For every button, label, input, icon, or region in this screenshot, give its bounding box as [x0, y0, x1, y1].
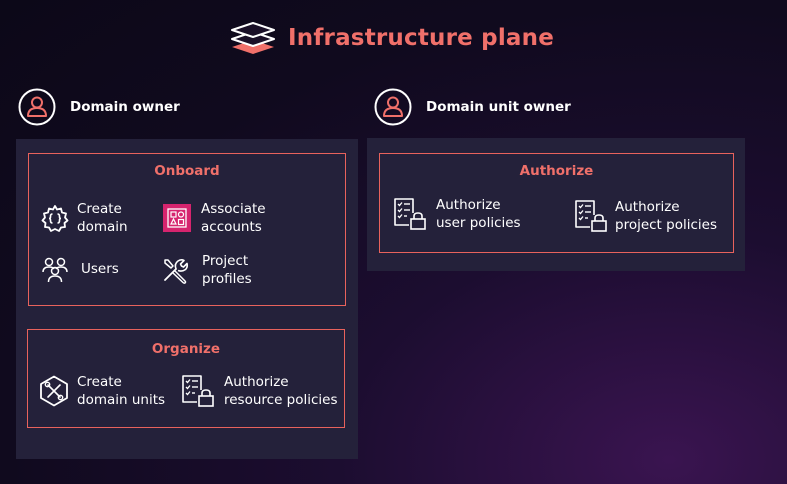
domain-owner-label: Domain owner — [70, 99, 180, 115]
tools-icon — [161, 256, 189, 284]
diagram-title: Infrastructure plane — [288, 25, 554, 51]
authorize-user-policies-label: Authorize user policies — [436, 197, 521, 231]
domain-units-icon — [38, 375, 70, 407]
domain-owner-heading: Domain owner — [18, 88, 180, 126]
create-domain-item: Create domain — [41, 200, 128, 236]
users-label: Users — [81, 261, 119, 277]
domain-unit-owner-label: Domain unit owner — [426, 99, 571, 115]
domain-icon — [41, 204, 69, 232]
authorize-resource-policies-item: Authorize resource policies — [181, 373, 338, 409]
associate-accounts-label: Associate accounts — [201, 201, 266, 235]
project-profiles-label: Project profiles — [202, 253, 252, 287]
authorize-project-policies-item: Authorize project policies — [574, 198, 717, 234]
users-icon — [41, 255, 69, 283]
authorize-box: Authorize Authorize user policies — [379, 153, 734, 253]
user-avatar-icon — [18, 88, 56, 126]
policy-lock-icon — [574, 199, 608, 233]
authorize-project-policies-label: Authorize project policies — [615, 199, 717, 233]
user-avatar-icon — [374, 88, 412, 126]
create-domain-label: Create domain — [77, 201, 128, 235]
authorize-user-policies-item: Authorize user policies — [393, 196, 521, 232]
policy-lock-icon — [181, 374, 215, 408]
users-item: Users — [41, 255, 119, 283]
organize-title: Organize — [151, 341, 221, 357]
accounts-icon — [163, 204, 191, 232]
create-domain-units-item: Create domain units — [38, 373, 165, 409]
authorize-title: Authorize — [519, 163, 594, 179]
policy-lock-icon — [393, 197, 427, 231]
onboard-box: Onboard Create domain Associate accounts — [28, 153, 346, 306]
associate-accounts-item: Associate accounts — [163, 200, 266, 236]
diagram-header: Infrastructure plane — [228, 16, 554, 60]
organize-box: Organize Create domain units — [27, 329, 345, 428]
domain-unit-owner-heading: Domain unit owner — [374, 88, 571, 126]
domain-owner-panel — [16, 139, 358, 459]
project-profiles-item: Project profiles — [161, 252, 252, 288]
onboard-title: Onboard — [154, 163, 220, 179]
layers-icon — [228, 18, 278, 58]
domain-unit-owner-panel — [367, 138, 745, 271]
authorize-resource-policies-label: Authorize resource policies — [224, 374, 338, 408]
create-domain-units-label: Create domain units — [77, 374, 166, 408]
